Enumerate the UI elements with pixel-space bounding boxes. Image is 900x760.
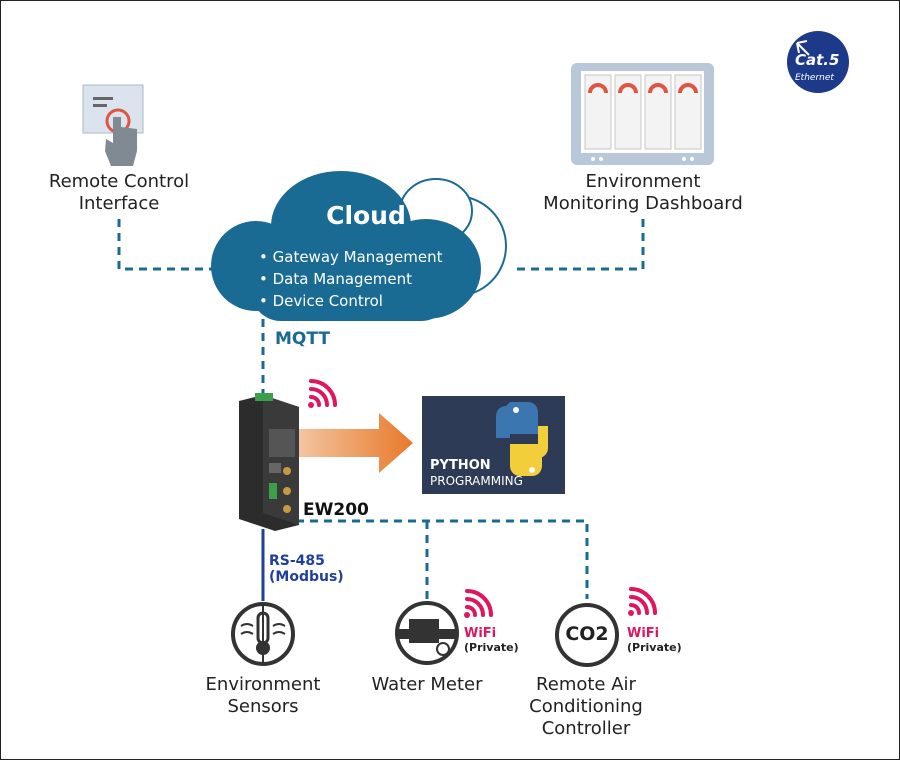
gateway-device-icon (239, 393, 299, 531)
dashboard-label-line1: Environment (585, 171, 701, 192)
remote-control-label: Remote Control Interface (39, 171, 199, 215)
air-controller-label: Remote Air Conditioning Controller (511, 674, 661, 740)
air-controller-label-line2: Conditioning (529, 696, 643, 717)
wifi-signal-icon (308, 379, 337, 408)
cat5-title: Cat.5 (795, 51, 840, 69)
dashboard-tablet-icon (571, 63, 714, 165)
link-remote-control (117, 219, 226, 271)
remote-control-label-line2: Interface (78, 193, 160, 214)
touch-screen-icon (82, 84, 144, 166)
rs485-line1: RS-485 (269, 553, 325, 569)
env-sensors-label-line1: Environment (205, 674, 321, 695)
wifi-signal-icon (464, 589, 493, 618)
rs485-line2: (Modbus) (269, 569, 344, 585)
dashboard-label-line2: Monitoring Dashboard (543, 193, 743, 214)
python-arrow (299, 413, 413, 473)
env-sensors-label-line2: Sensors (227, 696, 299, 717)
cat5-subtitle: Ethernet (795, 73, 834, 83)
mqtt-label: MQTT (275, 329, 330, 349)
gateway-name: EW200 (303, 500, 369, 520)
co2-icon (555, 603, 619, 667)
arrow-icon (796, 40, 810, 56)
link-dashboard (516, 219, 645, 271)
cloud-item-device: Device Control (259, 290, 442, 312)
wifi-label-water-title: WiFi (464, 626, 497, 641)
water-meter-icon (395, 601, 459, 665)
env-sensors-label: Environment Sensors (183, 674, 343, 718)
remote-control-label-line1: Remote Control (48, 171, 190, 192)
wifi-label-air: WiFi (Private) (627, 626, 682, 655)
air-controller-label-line3: Controller (541, 718, 631, 739)
cloud-item-data: Data Management (259, 268, 442, 290)
air-controller-label-line1: Remote Air (536, 674, 636, 695)
cloud-feature-list: Gateway Management Data Management Devic… (259, 246, 443, 312)
water-meter-label-line1: Water Meter (371, 674, 483, 695)
python-logo-icon (496, 402, 548, 476)
wifi-label-air-sub: (Private) (627, 641, 682, 654)
wifi-label-water: WiFi (Private) (464, 626, 519, 655)
python-subtitle: PROGRAMMING (430, 474, 523, 488)
wifi-label-air-title: WiFi (627, 626, 660, 641)
water-meter-label: Water Meter (357, 674, 497, 696)
link-wifi-bus (296, 519, 589, 599)
python-programming-box: PYTHON PROGRAMMING (422, 396, 565, 494)
cat5-ethernet-badge: Cat.5 Ethernet (787, 31, 849, 93)
wifi-signal-icon (628, 587, 657, 616)
co2-text: CO2 (565, 623, 609, 645)
rs485-label: RS-485 (Modbus) (269, 553, 344, 585)
cloud-title: Cloud (326, 201, 406, 230)
python-title: PYTHON (430, 458, 491, 473)
thermometer-sensor-icon (231, 602, 295, 666)
cloud-item-gateway: Gateway Management (259, 246, 443, 268)
wifi-label-water-sub: (Private) (464, 641, 519, 654)
dashboard-label: Environment Monitoring Dashboard (533, 171, 753, 215)
